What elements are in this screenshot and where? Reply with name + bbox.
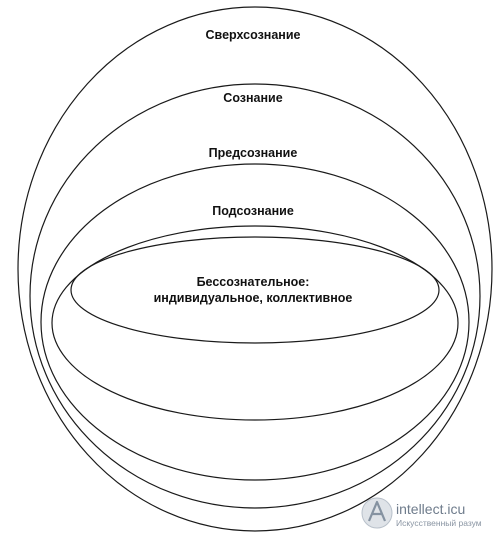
- watermark-logo-glyph-icon: [367, 500, 387, 522]
- level-ring-subconscious: [51, 225, 459, 421]
- level-ring-unconscious: [70, 236, 440, 344]
- level-label-preconscious: Предсознание: [209, 146, 298, 160]
- level-label-unconscious-line1: Бессознательное:: [197, 275, 310, 289]
- watermark-subtext: Искусственный разум: [396, 518, 482, 528]
- level-label-unconscious-line2: индивидуальное, коллективное: [154, 291, 353, 305]
- watermark: intellect.icu Искусственный разум: [361, 497, 482, 529]
- watermark-text: intellect.icu: [396, 501, 465, 517]
- level-label-conscious: Сознание: [223, 91, 282, 105]
- level-label-subconscious: Подсознание: [212, 204, 294, 218]
- level-ring-conscious: [29, 83, 481, 509]
- level-ring-preconscious: [40, 163, 470, 481]
- level-label-superconscious: Сверхсознание: [206, 28, 301, 42]
- level-ring-superconscious: [17, 6, 493, 532]
